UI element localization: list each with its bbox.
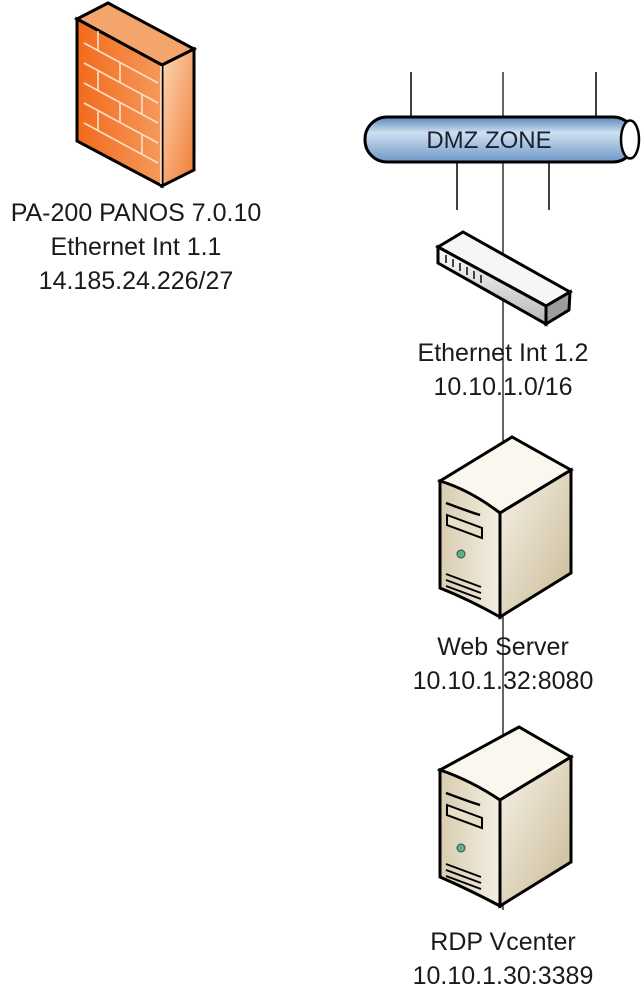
- firewall-model: PA-200 PANOS 7.0.10: [10, 199, 262, 227]
- firewall-interface: Ethernet Int 1.1: [50, 233, 222, 261]
- web-server-name: Web Server: [437, 633, 569, 661]
- web-server-address: 10.10.1.32:8080: [412, 667, 594, 695]
- web-server-icon[interactable]: [436, 435, 574, 620]
- switch-subnet: 10.10.1.0/16: [433, 373, 573, 401]
- firewall-ip: 14.185.24.226/27: [38, 267, 234, 295]
- dmz-zone-taps: [410, 72, 597, 210]
- switch-label: Ethernet Int 1.2 10.10.1.0/16: [393, 336, 613, 404]
- dmz-zone-label: DMZ ZONE: [426, 127, 551, 154]
- rdp-vcenter-address: 10.10.1.30:3389: [412, 962, 594, 990]
- web-server-label: Web Server 10.10.1.32:8080: [393, 630, 613, 698]
- rdp-vcenter-name: RDP Vcenter: [430, 928, 576, 956]
- rdp-vcenter-server-icon[interactable]: [436, 725, 574, 909]
- switch-interface: Ethernet Int 1.2: [417, 339, 589, 367]
- rdp-vcenter-label: RDP Vcenter 10.10.1.30:3389: [393, 925, 613, 993]
- dmz-zone-pipe[interactable]: DMZ ZONE: [363, 115, 641, 164]
- firewall-label: PA-200 PANOS 7.0.10 Ethernet Int 1.1 14.…: [0, 196, 272, 298]
- firewall-icon[interactable]: [73, 1, 198, 189]
- switch-icon[interactable]: [434, 230, 574, 327]
